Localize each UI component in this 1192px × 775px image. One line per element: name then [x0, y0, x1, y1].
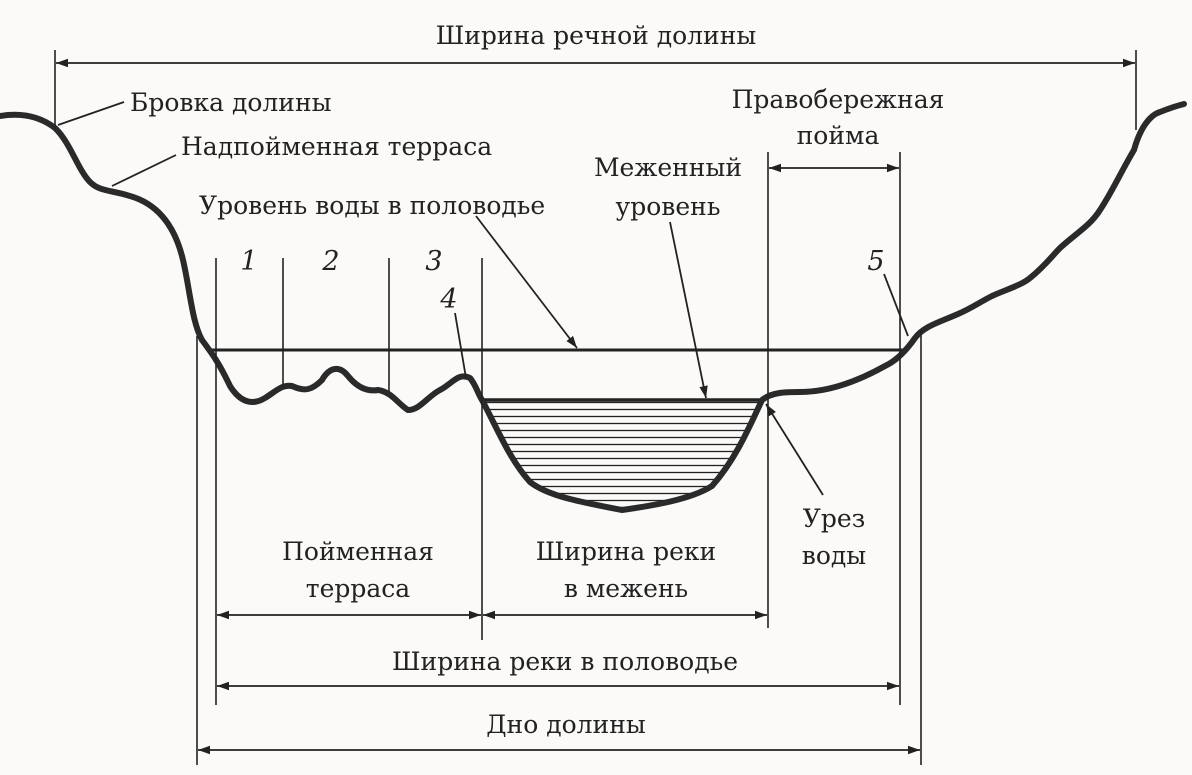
flood-level-label: Уровень воды в половодье [199, 191, 545, 220]
flood-level-pointer [475, 215, 578, 349]
water-edge-label-1: Урез [803, 504, 866, 533]
right-floodplain-label-2: пойма [797, 121, 880, 150]
river-width-flood-label: Ширина реки в половодье [392, 647, 738, 676]
dimension-arrows [56, 58, 1135, 755]
low-water-label-1: Меженный [594, 153, 742, 182]
water-edge-label-2: воды [802, 541, 866, 570]
low-level-pointer [669, 221, 708, 399]
leader-lines [57, 101, 909, 496]
river-width-low-label-2: в межень [564, 574, 688, 603]
terrace-above-label: Надпойменная терраса [181, 132, 492, 161]
river-width-low-label-1: Ширина реки [536, 537, 716, 566]
low-water-label-2: уровень [616, 192, 721, 221]
valley-bottom-label: Дно долины [486, 710, 646, 739]
valley-width-label: Ширина речной долины [436, 21, 757, 50]
valley-brow-label: Бровка долины [130, 88, 332, 117]
segment-1-label: 1 [240, 246, 257, 277]
floodplain-terrace-label-1: Пойменная [282, 537, 434, 566]
point-5-label: 5 [867, 246, 884, 277]
terrain-profile [0, 101, 1187, 513]
segment-3-label: 3 [425, 246, 442, 277]
water-edge-pointer [765, 403, 824, 496]
vertical-guides [54, 50, 1137, 765]
segment-2-label: 2 [321, 246, 339, 277]
point-4-label: 4 [439, 284, 457, 315]
right-floodplain-label-1: Правобережная [732, 85, 945, 114]
floodplain-terrace-label-2: терраса [306, 574, 411, 603]
